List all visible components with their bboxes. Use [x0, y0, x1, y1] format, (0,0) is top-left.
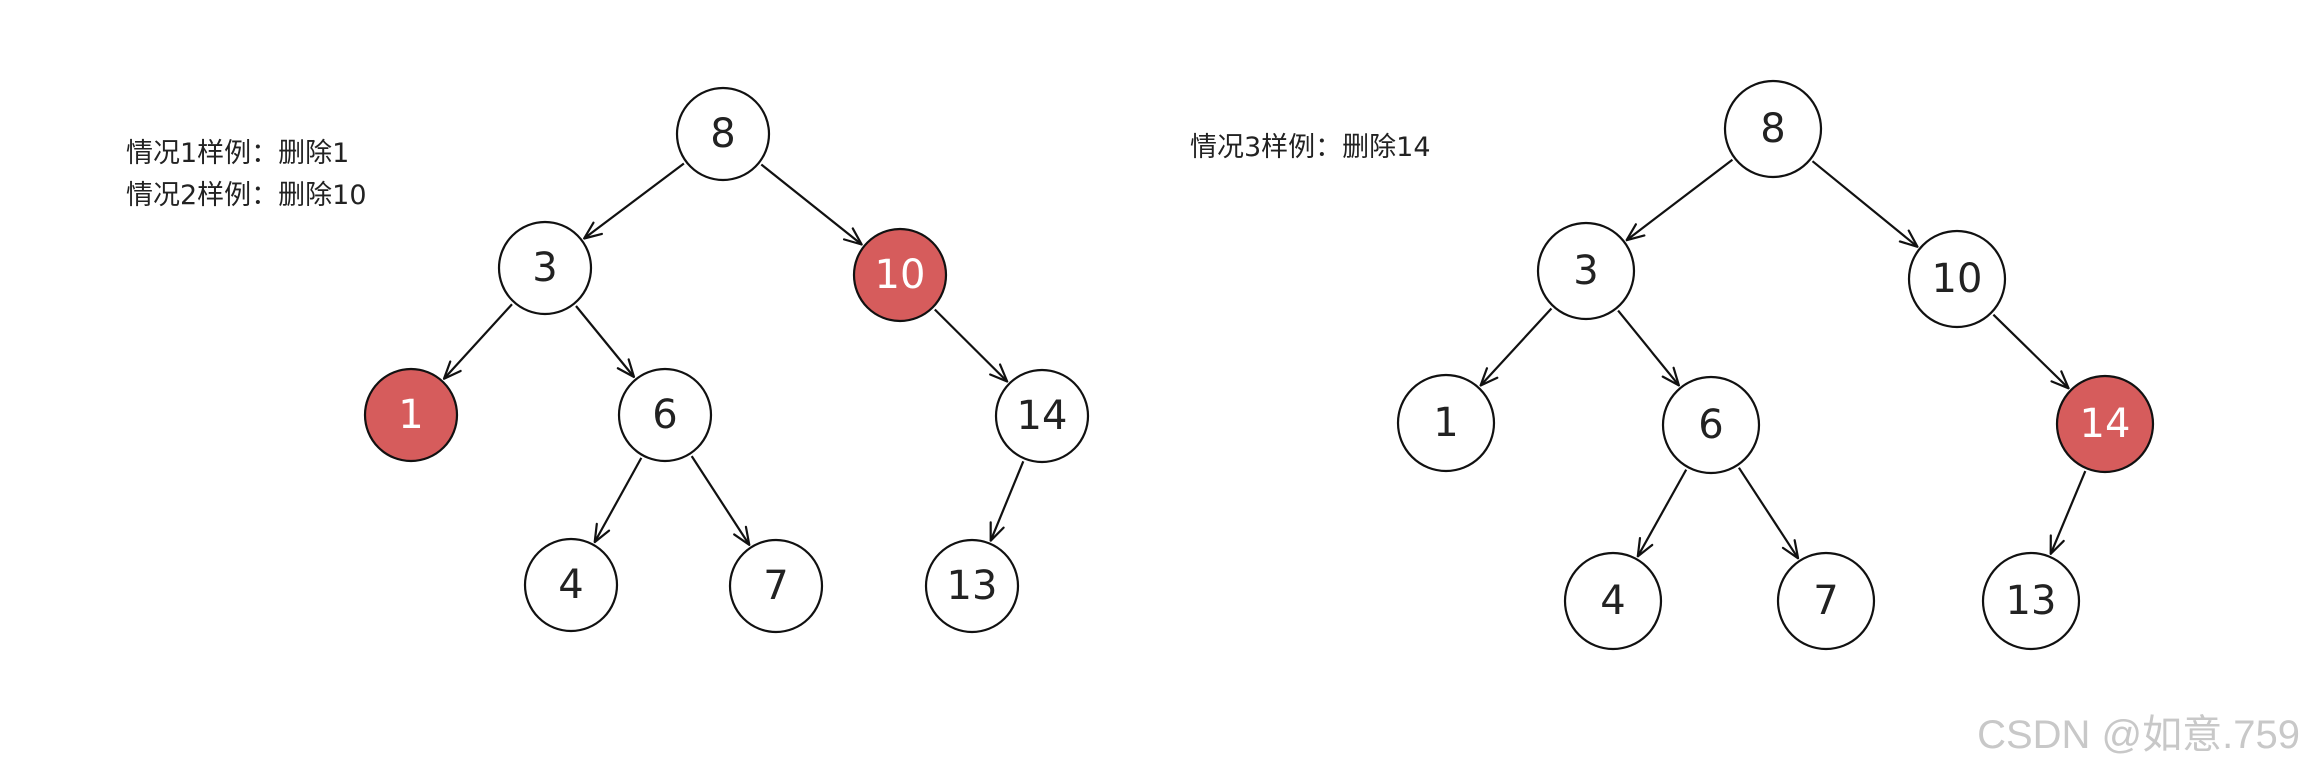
node-label: 14	[2080, 401, 2131, 447]
node-circle	[1661, 375, 1761, 475]
edge-3-to-6	[575, 305, 634, 377]
node-label: 13	[947, 563, 998, 609]
node-4: 4	[523, 537, 619, 633]
edge-3-to-1	[1481, 307, 1553, 386]
edge-10-to-14	[934, 308, 1007, 382]
node-label: 7	[763, 563, 788, 609]
node-1-highlighted: 1	[363, 367, 459, 463]
node-label: 1	[1433, 400, 1458, 446]
node-circle	[1396, 373, 1496, 473]
node-circle	[1907, 229, 2007, 329]
edge-8-to-10	[1811, 160, 1918, 247]
caption-case-3: 情况3样例：删除14	[1190, 132, 1431, 163]
node-label: 1	[398, 392, 423, 438]
node-circle	[924, 538, 1020, 634]
edge-6-to-4	[1638, 469, 1688, 557]
node-label: 13	[2006, 578, 2057, 624]
node-label: 7	[1813, 578, 1838, 624]
node-label: 10	[875, 252, 926, 298]
node-circle	[1536, 221, 1636, 321]
node-circle	[994, 368, 1090, 464]
tree-case-3: 8 3 10 1 6 14 4 7 13	[1396, 79, 2155, 651]
edge-10-to-14	[1992, 313, 2068, 389]
node-7: 7	[1776, 551, 1876, 651]
node-circle	[497, 220, 593, 316]
node-6: 6	[617, 367, 713, 463]
edge-6-to-4	[595, 457, 643, 542]
node-circle	[852, 227, 948, 323]
node-8: 8	[675, 86, 771, 182]
node-8: 8	[1723, 79, 1823, 179]
edge-8-to-10	[760, 163, 861, 245]
edge-3-to-6	[1617, 309, 1679, 386]
caption-case-2: 情况2样例：删除10	[126, 180, 367, 211]
node-circle	[617, 367, 713, 463]
edge-6-to-7	[1737, 467, 1798, 559]
node-circle	[1723, 79, 1823, 179]
node-14: 14	[994, 368, 1090, 464]
node-label: 3	[1573, 248, 1598, 294]
node-4: 4	[1563, 551, 1663, 651]
node-label: 4	[558, 562, 583, 608]
node-label: 3	[532, 245, 557, 291]
node-14-highlighted: 14	[2055, 374, 2155, 474]
node-circle	[728, 538, 824, 634]
node-10-highlighted: 10	[852, 227, 948, 323]
edge-8-to-3	[1627, 158, 1734, 240]
edge-14-to-13	[2051, 470, 2087, 554]
node-label: 8	[710, 111, 735, 157]
node-3: 3	[1536, 221, 1636, 321]
caption-case-1: 情况1样例：删除1	[126, 138, 349, 169]
node-label: 14	[1017, 393, 1068, 439]
tree-cases-1-2: 8 3 10 1 6 14 4 7 13	[363, 86, 1090, 634]
node-circle	[363, 367, 459, 463]
node-circle	[523, 537, 619, 633]
node-label: 6	[1698, 402, 1723, 448]
edge-8-to-3	[584, 162, 685, 239]
node-3: 3	[497, 220, 593, 316]
edge-3-to-1	[444, 303, 513, 379]
node-label: 4	[1600, 578, 1625, 624]
watermark: CSDN @如意.759	[1977, 713, 2300, 757]
node-13: 13	[1981, 551, 2081, 651]
node-label: 8	[1760, 106, 1785, 152]
node-circle	[1981, 551, 2081, 651]
node-13: 13	[924, 538, 1020, 634]
node-1: 1	[1396, 373, 1496, 473]
node-10: 10	[1907, 229, 2007, 329]
node-7: 7	[728, 538, 824, 634]
edge-6-to-7	[690, 455, 750, 545]
node-circle	[1563, 551, 1663, 651]
node-6: 6	[1661, 375, 1761, 475]
node-label: 10	[1932, 256, 1983, 302]
edge-14-to-13	[991, 460, 1025, 540]
node-circle	[675, 86, 771, 182]
node-label: 6	[652, 392, 677, 438]
node-circle	[1776, 551, 1876, 651]
node-circle	[2055, 374, 2155, 474]
